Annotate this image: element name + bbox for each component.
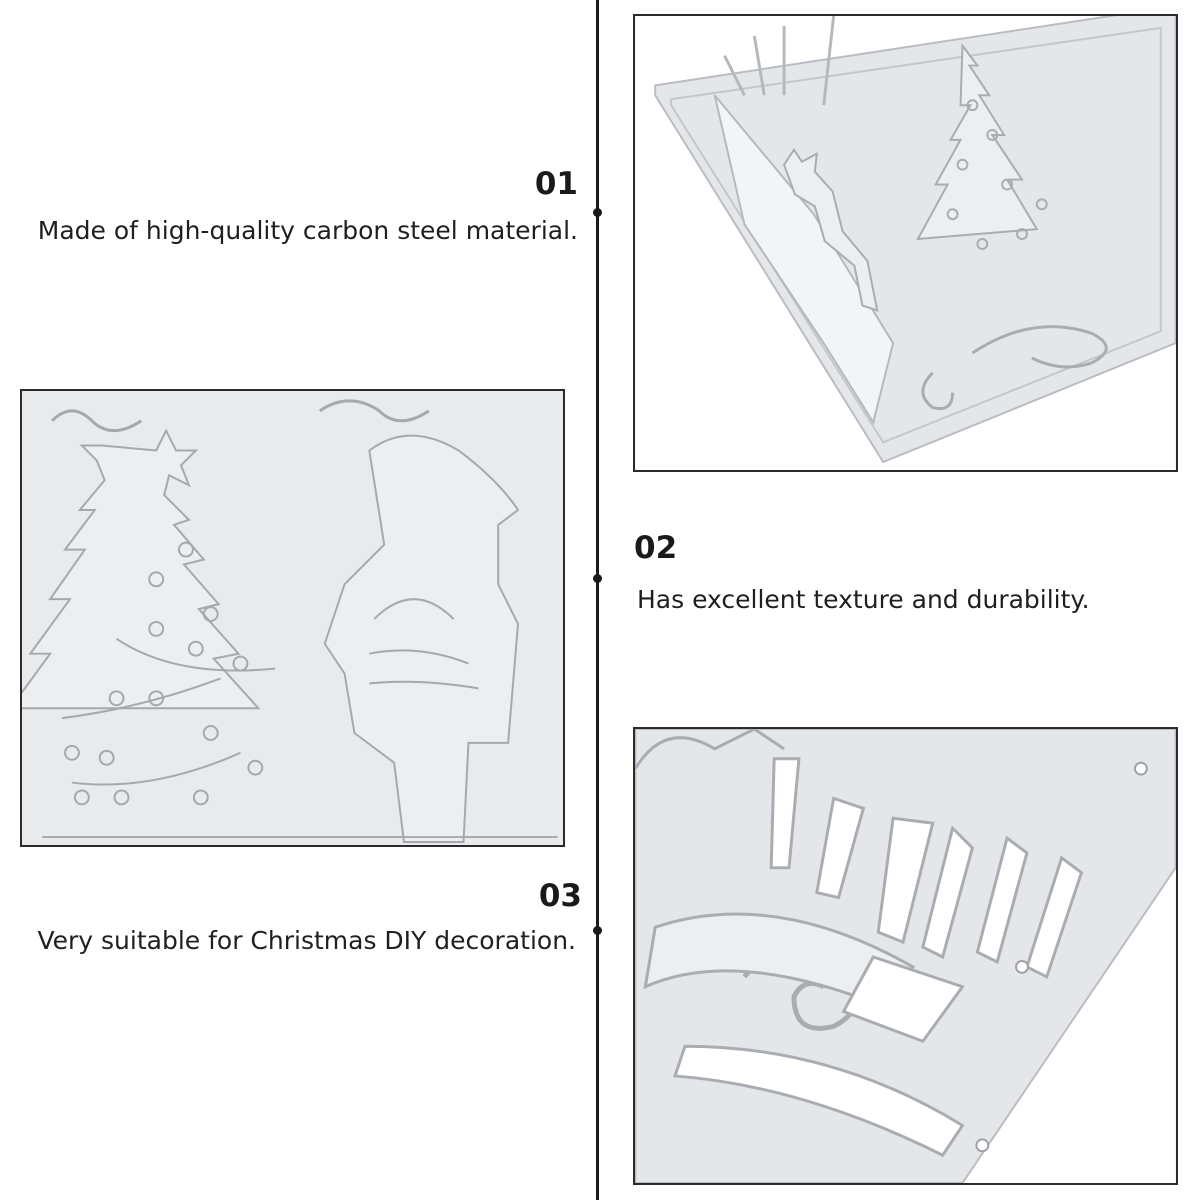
feature-text-03: Very suitable for Christmas DIY decorati… [37, 926, 576, 955]
product-image-corner-view [633, 14, 1178, 472]
feature-number-03: 03 [538, 878, 582, 914]
timeline-dot-02 [593, 574, 602, 583]
die-cut-tree-santa-illustration [22, 391, 563, 845]
feature-number-02: 02 [634, 530, 678, 566]
feature-text-01: Made of high-quality carbon steel materi… [37, 216, 578, 245]
die-cut-corner-illustration [635, 16, 1176, 470]
timeline-dot-01 [593, 208, 602, 217]
product-image-closeup-sleigh [633, 727, 1178, 1185]
product-image-closeup-tree-santa [20, 389, 565, 847]
timeline-line [596, 0, 599, 1200]
timeline-dot-03 [593, 926, 602, 935]
feature-text-02: Has excellent texture and durability. [637, 585, 1090, 614]
die-cut-sleigh-illustration [635, 729, 1176, 1183]
feature-number-01: 01 [534, 166, 578, 202]
